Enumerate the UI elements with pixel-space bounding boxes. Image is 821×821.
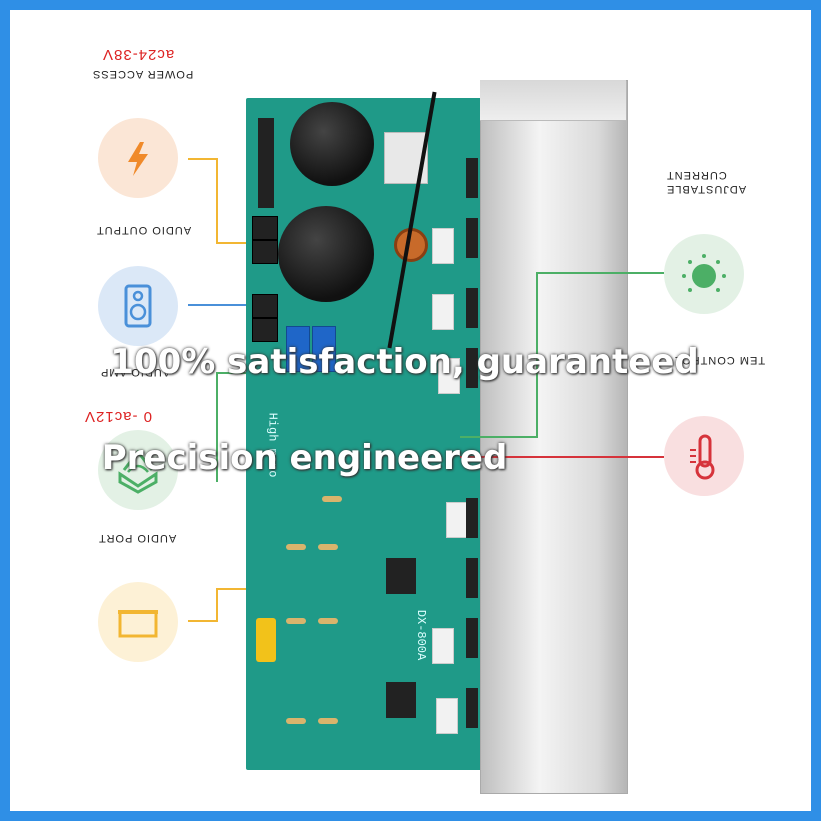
transistor: [466, 558, 478, 598]
power-resistor: [432, 228, 454, 264]
power-resistor: [432, 628, 454, 664]
product-frame: ac24-38V POWER ACCESS AUDIO OUTPUT AUDIO…: [10, 10, 811, 811]
thermometer-icon: [690, 434, 715, 480]
relay: [312, 326, 336, 372]
overlay-line-2: Precision engineered: [101, 438, 508, 478]
power-voltage-label: ac24-38V: [102, 46, 175, 63]
audio-port-label: AUDIO PORT: [98, 532, 177, 544]
power-resistor: [436, 698, 458, 734]
terminal: [252, 216, 278, 240]
power-resistor: [446, 502, 468, 538]
temp-icon-circle: [664, 416, 744, 496]
capacitor: [278, 206, 374, 302]
mosfet-bar: [258, 118, 274, 208]
audio-icon-circle: [98, 266, 178, 346]
capacitor: [290, 102, 374, 186]
transistor: [466, 618, 478, 658]
temp-connector-line: [460, 456, 664, 458]
box-icon: [118, 610, 158, 638]
overlay-line-1: 100% satisfaction, guaranteed: [110, 342, 699, 382]
transistor: [466, 218, 478, 258]
transistor: [466, 688, 478, 728]
adjustable-current-label: ADJUSTABLE CURRENT: [666, 169, 747, 195]
heatsink-top: [480, 80, 626, 121]
power-access-label: POWER ACCESS: [92, 68, 194, 80]
box-icon-circle: [98, 582, 178, 662]
terminal: [252, 240, 278, 264]
transistor: [466, 348, 478, 388]
relay: [286, 326, 310, 372]
board-model: DX-800A: [414, 609, 429, 661]
power-resistor: [432, 294, 454, 330]
knob-icon: [682, 254, 726, 292]
audio-voltage-label: 0 -ac12V: [84, 408, 153, 425]
terminal: [252, 294, 278, 318]
lightning-icon: [128, 142, 148, 176]
terminal: [252, 318, 278, 342]
heatsink-clip: [386, 682, 416, 718]
power-resistor: [438, 358, 460, 394]
pcb-board: High mono DX-800A: [246, 98, 484, 770]
audio-output-label: AUDIO OUTPUT: [96, 224, 192, 236]
capacitor-yellow: [256, 618, 276, 662]
transistor: [466, 498, 478, 538]
power-connector-line: [188, 158, 216, 160]
power-icon-circle: [98, 118, 178, 198]
heatsink-clip: [386, 558, 416, 594]
transistor: [466, 288, 478, 328]
current-connector-line: [536, 272, 664, 274]
book-icon: [118, 449, 158, 494]
speaker-icon: [124, 284, 152, 328]
transistor: [466, 158, 478, 198]
port-icon-circle: [98, 430, 178, 510]
box-connector-line: [188, 620, 218, 622]
audio-connector-line: [188, 304, 256, 306]
current-icon-circle: [664, 234, 744, 314]
